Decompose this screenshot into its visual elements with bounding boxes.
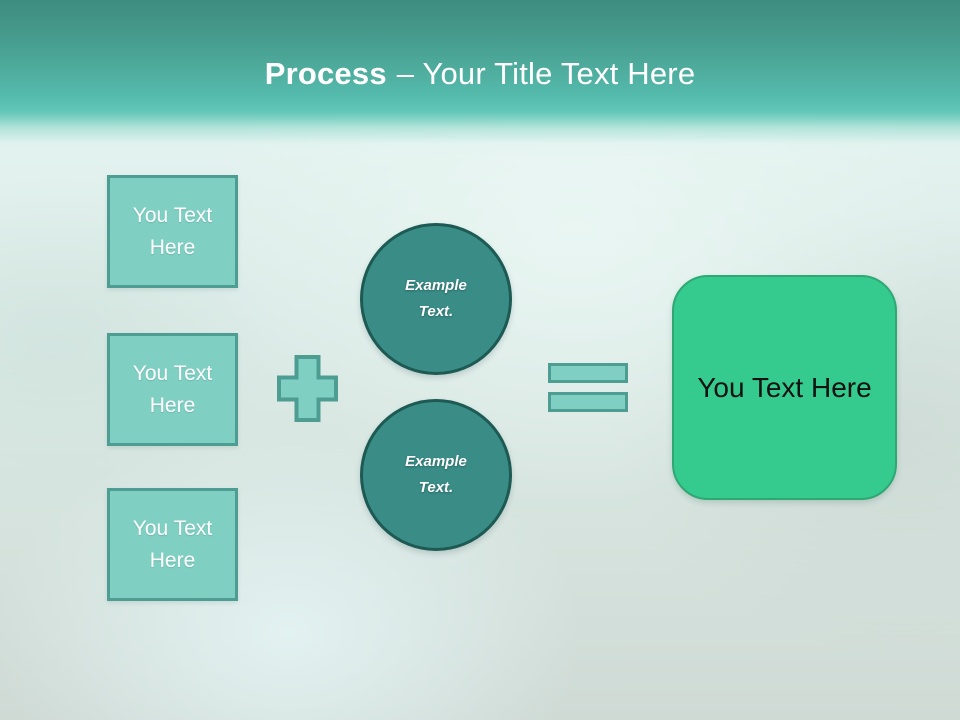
example-circle-2-label: Example Text. bbox=[405, 452, 467, 496]
slide-title[interactable]: Process – Your Title Text Here bbox=[0, 55, 960, 92]
header-gradient-band bbox=[0, 0, 960, 158]
input-box-2-label: You Text Here bbox=[132, 362, 213, 417]
slide-title-subtitle: – Your Title Text Here bbox=[396, 56, 696, 91]
equals-bar-bottom bbox=[548, 392, 628, 412]
input-box-3-label: You Text Here bbox=[132, 517, 213, 572]
input-box-1[interactable]: You Text Here bbox=[107, 175, 238, 288]
example-circle-2[interactable]: Example Text. bbox=[360, 399, 512, 551]
example-circle-1[interactable]: Example Text. bbox=[360, 223, 512, 375]
example-circle-1-label: Example Text. bbox=[405, 276, 467, 320]
input-box-3[interactable]: You Text Here bbox=[107, 488, 238, 601]
equals-icon[interactable] bbox=[548, 363, 628, 412]
result-box-label: You Text Here bbox=[697, 371, 872, 403]
input-box-2[interactable]: You Text Here bbox=[107, 333, 238, 446]
equals-bar-top bbox=[548, 363, 628, 383]
result-box[interactable]: You Text Here bbox=[672, 275, 897, 500]
input-box-1-label: You Text Here bbox=[132, 204, 213, 259]
slide-title-keyword: Process bbox=[264, 56, 387, 91]
plus-icon[interactable] bbox=[277, 355, 338, 422]
